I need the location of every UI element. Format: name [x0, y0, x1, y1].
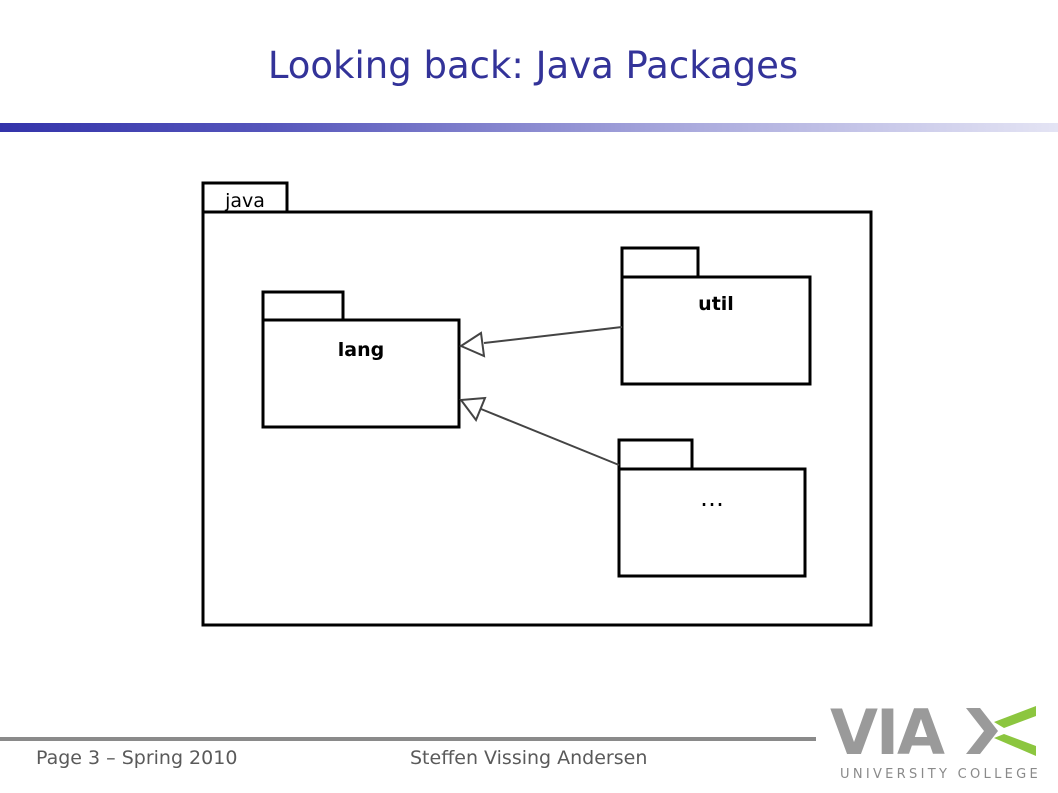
- package-other-label: …: [700, 484, 724, 512]
- dependency-other-lang-arrowhead: [459, 396, 487, 423]
- dependency-util-lang-arrowhead: [458, 331, 486, 358]
- package-util-body: [620, 275, 812, 386]
- title-rule: [0, 123, 1058, 132]
- dependency-util-lang-line: [483, 326, 623, 344]
- package-util-label: util: [698, 293, 734, 315]
- via-logo: VIA UNIVERSITY COLLEGE: [830, 700, 1041, 782]
- package-lang-body: [261, 318, 461, 429]
- logo-subtitle: UNIVERSITY COLLEGE: [840, 767, 1041, 782]
- footer-page-info: Page 3 – Spring 2010: [36, 747, 238, 769]
- package-lang-tab: [261, 290, 345, 322]
- logo-x-mark: [966, 706, 1036, 756]
- logo-wordmark: VIA: [830, 700, 945, 769]
- package-lang-label: lang: [338, 339, 384, 361]
- package-java-label: java: [224, 190, 265, 212]
- package-util-tab: [620, 246, 700, 279]
- package-other-body: [617, 467, 807, 578]
- dependency-other-lang-line: [480, 408, 620, 466]
- package-util: [620, 246, 812, 386]
- package-other-tab: [617, 438, 694, 471]
- package-other: [617, 438, 807, 578]
- footer-rule: [0, 737, 816, 741]
- package-lang: [261, 290, 461, 429]
- slide-title: Looking back: Java Packages: [267, 44, 799, 87]
- package-java-tab: [201, 181, 289, 214]
- footer-author: Steffen Vissing Andersen: [410, 747, 648, 769]
